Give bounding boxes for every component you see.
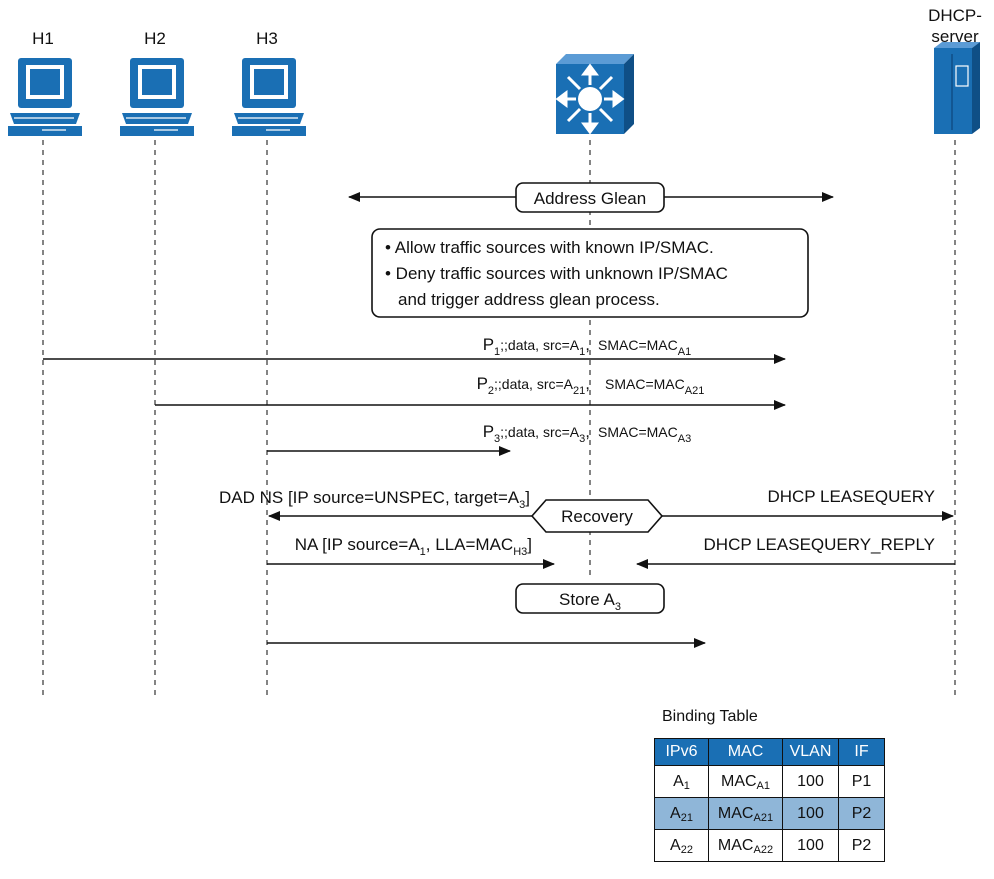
binding-table: IPv6 MAC VLAN IF A1 MACA1 100 P1 A21 MAC…	[654, 738, 885, 862]
policy-line-3: and trigger address glean process.	[398, 290, 660, 309]
cell-ipv6: A22	[654, 829, 709, 862]
cell-if: P2	[838, 797, 885, 830]
policy-line-1: • Allow traffic sources with known IP/SM…	[385, 238, 714, 257]
store-box	[515, 583, 665, 614]
recovery-label: Recovery	[561, 507, 633, 526]
binding-table-title: Binding Table	[662, 708, 758, 725]
header-ipv6: IPv6	[654, 738, 709, 766]
cell-mac: MACA21	[708, 797, 783, 830]
header-vlan: VLAN	[782, 738, 839, 766]
cell-vlan: 100	[782, 765, 839, 798]
h2-label: H2	[144, 29, 166, 48]
msg1-smac: SMAC=MACA1	[598, 337, 691, 358]
computer-icon-h1	[8, 58, 82, 136]
h3-label: H3	[256, 29, 278, 48]
msg2-label: P2;;data, src=A21,	[477, 374, 590, 397]
cell-if: P1	[838, 765, 885, 798]
address-glean-label: Address Glean	[534, 189, 646, 208]
msg3-smac: SMAC=MACA3	[598, 424, 691, 445]
recovery-hexagon	[530, 499, 664, 533]
na-label: NA [IP source=A1, LLA=MACH3]	[295, 535, 532, 558]
cell-ipv6: A1	[654, 765, 709, 798]
table-row: A1 MACA1 100 P1	[654, 765, 885, 798]
cell-mac: MACA1	[708, 765, 783, 798]
computer-icon-h2	[120, 58, 194, 136]
cell-vlan: 100	[782, 797, 839, 830]
switch-icon	[555, 54, 634, 135]
leasequery-label: DHCP LEASEQUERY	[767, 487, 935, 506]
cell-mac: MACA22	[708, 829, 783, 862]
cell-ipv6: A21	[654, 797, 709, 830]
dhcp-label-line2: server	[931, 27, 979, 46]
h1-label: H1	[32, 29, 54, 48]
leasequery-reply-label: DHCP LEASEQUERY_REPLY	[704, 535, 935, 554]
msg3-label: P3;;data, src=A3,	[483, 422, 590, 445]
policy-box	[371, 228, 809, 318]
dad-ns-label: DAD NS [IP source=UNSPEC, target=A3]	[219, 488, 530, 511]
header-if: IF	[838, 738, 885, 766]
server-icon	[934, 42, 980, 134]
table-row: A21 MACA21 100 P2	[654, 797, 885, 830]
header-mac: MAC	[708, 738, 783, 766]
msg1-label: P1;;data, src=A1,	[483, 335, 590, 358]
store-label: Store A3	[559, 590, 621, 613]
cell-vlan: 100	[782, 829, 839, 862]
table-row: A22 MACA22 100 P2	[654, 829, 885, 862]
cell-if: P2	[838, 829, 885, 862]
msg2-smac: SMAC=MACA21	[605, 376, 704, 397]
policy-line-2: • Deny traffic sources with unknown IP/S…	[385, 264, 728, 283]
dhcp-label-line1: DHCP-	[928, 6, 982, 25]
binding-table-header: IPv6 MAC VLAN IF	[654, 738, 885, 766]
computer-icon-h3	[232, 58, 306, 136]
address-glean-box	[515, 182, 665, 213]
